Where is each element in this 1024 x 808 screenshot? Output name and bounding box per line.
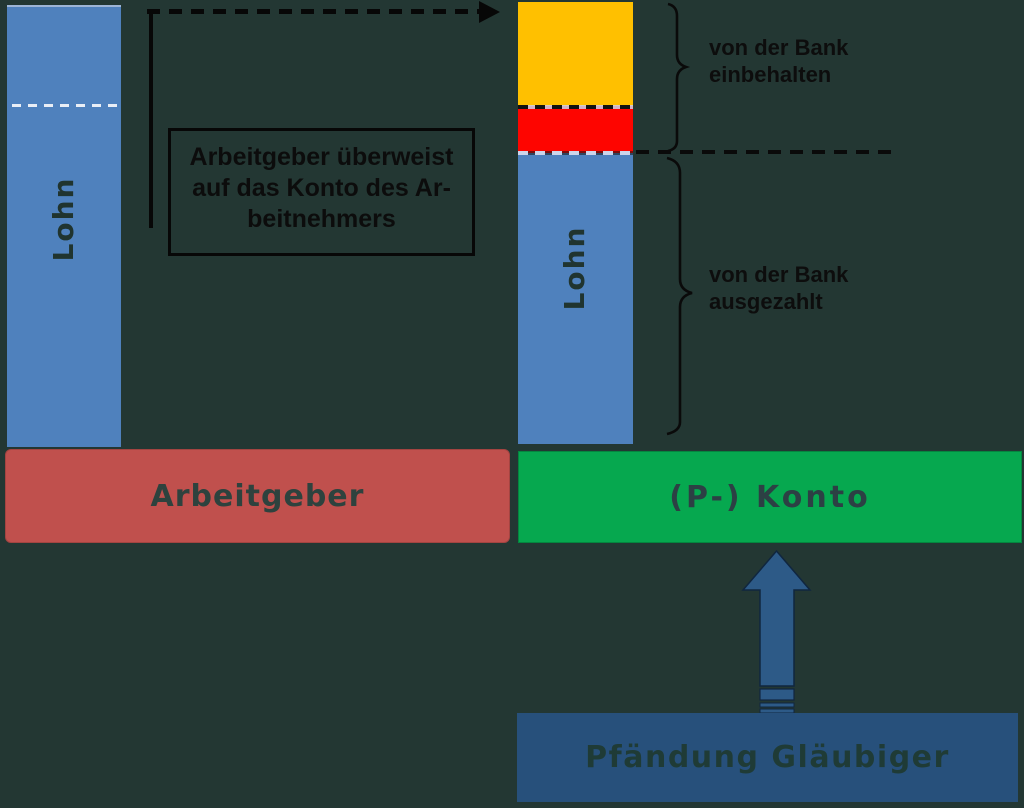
employer-band: Arbeitgeber <box>5 449 510 543</box>
segment-boundary-dashed-line-upper <box>518 105 633 109</box>
annotation-paid-out-line2: ausgezahlt <box>709 289 823 314</box>
transfer-arrow-head-icon <box>479 1 500 23</box>
account-bar-segment-withheld-upper <box>518 2 633 106</box>
annotation-withheld-line1: von der Bank <box>709 35 849 60</box>
segment-boundary-dashed-line-lower <box>518 151 633 155</box>
account-bar-segment-paid-out <box>518 153 633 444</box>
annotation-withheld-line2: einbehalten <box>709 62 832 87</box>
wage-bar-label-left: Lohn <box>47 176 80 262</box>
annotation-withheld: von der Bank einbehalten <box>709 34 848 88</box>
annotation-paid-out-line1: von der Bank <box>709 262 849 287</box>
annotation-paid-out: von der Bank ausgezahlt <box>709 261 848 315</box>
withheld-brace-icon <box>667 2 691 153</box>
p-konto-band-label: (P-) Konto <box>669 479 871 515</box>
transfer-arrow-drop-line <box>149 11 153 228</box>
transfer-note-line3: beitnehmers <box>247 205 396 233</box>
transfer-note-box: Arbeitgeber überweist auf das Konto des … <box>168 128 475 256</box>
p-konto-band: (P-) Konto <box>518 451 1022 543</box>
garnishment-arrow-icon <box>741 549 812 714</box>
transfer-dashed-arrow-line <box>147 9 479 14</box>
transfer-note-line2: auf das Konto des Ar- <box>192 174 451 202</box>
brace-icons <box>666 2 693 436</box>
exemption-level-dashed-line <box>636 150 899 154</box>
wage-threshold-dashed-line <box>12 104 117 107</box>
paid-out-brace-icon <box>666 156 693 436</box>
transfer-note-line1: Arbeitgeber überweist <box>189 143 454 171</box>
account-bar-segment-withheld-lower <box>518 106 633 153</box>
creditor-box-label: Pfändung Gläubiger <box>585 740 950 775</box>
wage-bar-label-right: Lohn <box>558 225 591 311</box>
employer-wage-bar <box>7 5 121 447</box>
creditor-box: Pfändung Gläubiger <box>517 713 1018 802</box>
employer-band-label: Arbeitgeber <box>150 478 365 514</box>
